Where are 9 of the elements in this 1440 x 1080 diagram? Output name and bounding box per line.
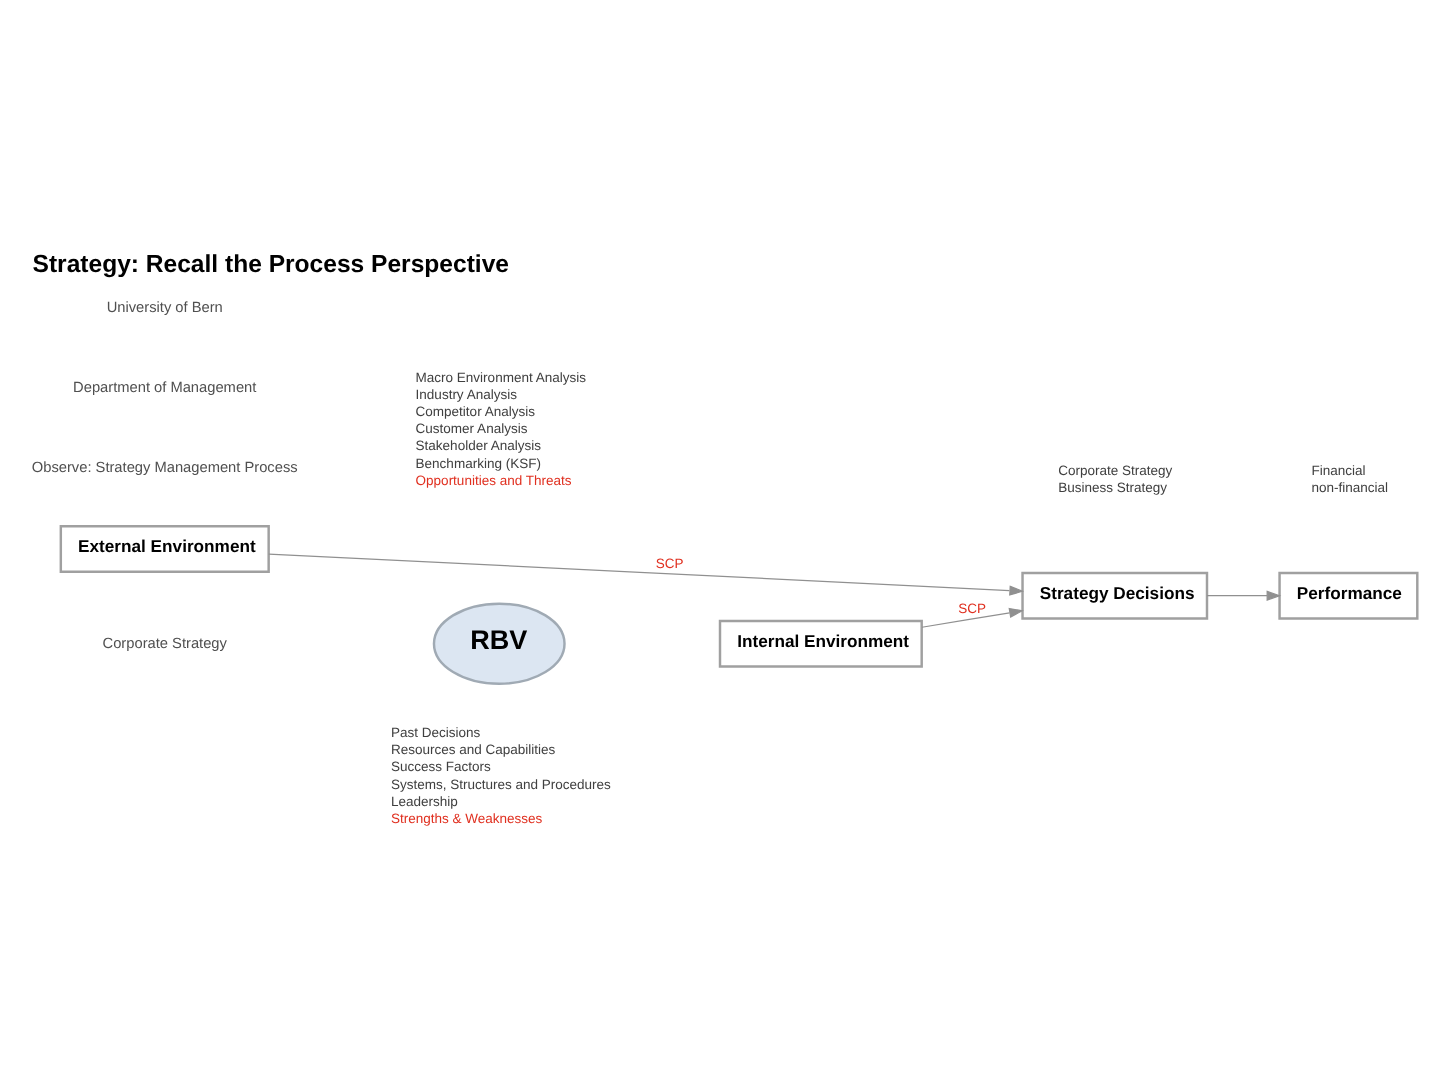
node-box: Performance	[1278, 570, 1419, 619]
diagram-title: Strategy: Recall the Process Perspective	[32, 249, 510, 278]
arrow	[921, 606, 1024, 627]
node-box: Internal Environment	[718, 618, 923, 667]
arrow	[268, 552, 1025, 595]
node-box: External Environment	[59, 524, 270, 572]
arrow	[1206, 589, 1282, 600]
node-box: Strategy Decisions	[1021, 570, 1209, 619]
node-ellipse: RBV	[432, 601, 566, 684]
